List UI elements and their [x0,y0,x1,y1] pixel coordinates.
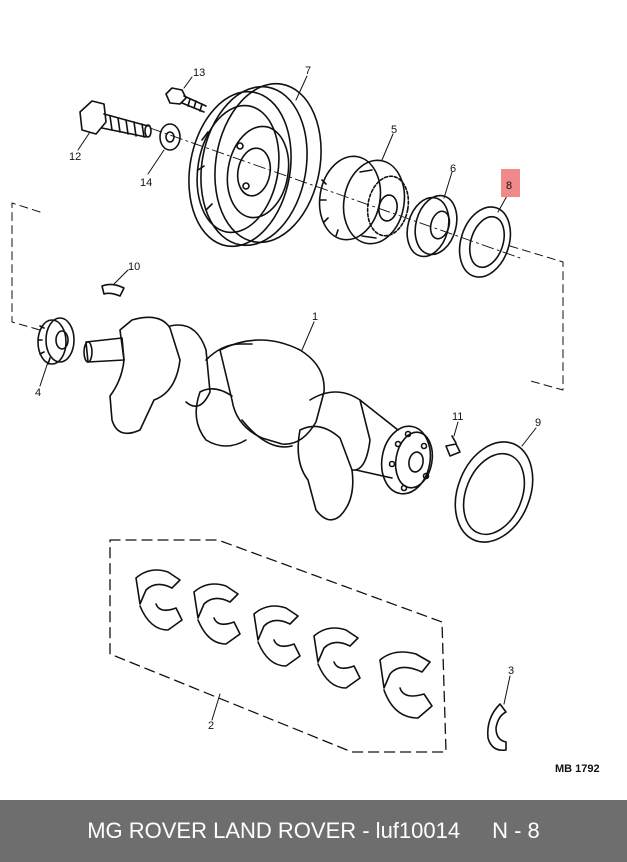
bearing-shell-4 [313,627,361,689]
bolt-part-13 [165,87,207,113]
bearing-shell-5 [379,651,433,719]
washer-part-14 [159,123,181,151]
callout-8: 8 [506,180,512,192]
woodruff-key-part-10 [101,283,125,297]
crankshaft-pulley-part-7 [188,82,322,248]
timing-sprocket-part-5 [318,155,410,245]
thrust-washer-part-3 [486,703,507,752]
callout-5: 5 [391,124,397,136]
footer-position: N - 8 [492,818,540,843]
crank-sprocket-part-4 [37,317,75,365]
spacer-part-6 [406,194,458,258]
bearing-shell-1 [135,569,183,631]
callout-11: 11 [452,411,463,423]
callout-6: 6 [450,163,456,175]
parts-diagram: 7 13 5 6 8 12 14 10 1 4 11 9 3 2 MB 1792 [11,65,600,775]
footer-bar: MG ROVER LAND ROVER - luf10014 N - 8 [0,800,627,862]
callout-3: 3 [508,665,514,677]
callout-7: 7 [305,65,311,77]
crankshaft-part-1 [83,316,434,521]
callout-2: 2 [208,720,214,732]
rear-oil-seal-part-9 [454,441,534,543]
callout-13: 13 [193,67,205,79]
oil-seal-part-8 [458,206,512,278]
callout-labels: 7 13 5 6 8 12 14 10 1 4 11 9 3 2 [35,65,541,732]
diagram-reference-code: MB 1792 [555,763,600,775]
assembly-bracket-top [11,202,564,391]
callout-10: 10 [128,261,140,273]
callout-highlight-8 [501,169,520,197]
callout-9: 9 [535,417,541,429]
callout-4: 4 [35,387,41,399]
footer-brand-part: MG ROVER LAND ROVER - luf10014 [87,818,461,843]
leader-lines [39,75,537,721]
callout-1: 1 [312,311,318,323]
main-bearings-part-2 [109,539,447,753]
dowel-part-11 [445,435,461,457]
callout-14: 14 [140,177,152,189]
bearing-shell-2 [193,583,241,645]
bearing-shell-3 [253,605,301,667]
bolt-part-12 [79,100,152,138]
callout-12: 12 [69,151,81,163]
